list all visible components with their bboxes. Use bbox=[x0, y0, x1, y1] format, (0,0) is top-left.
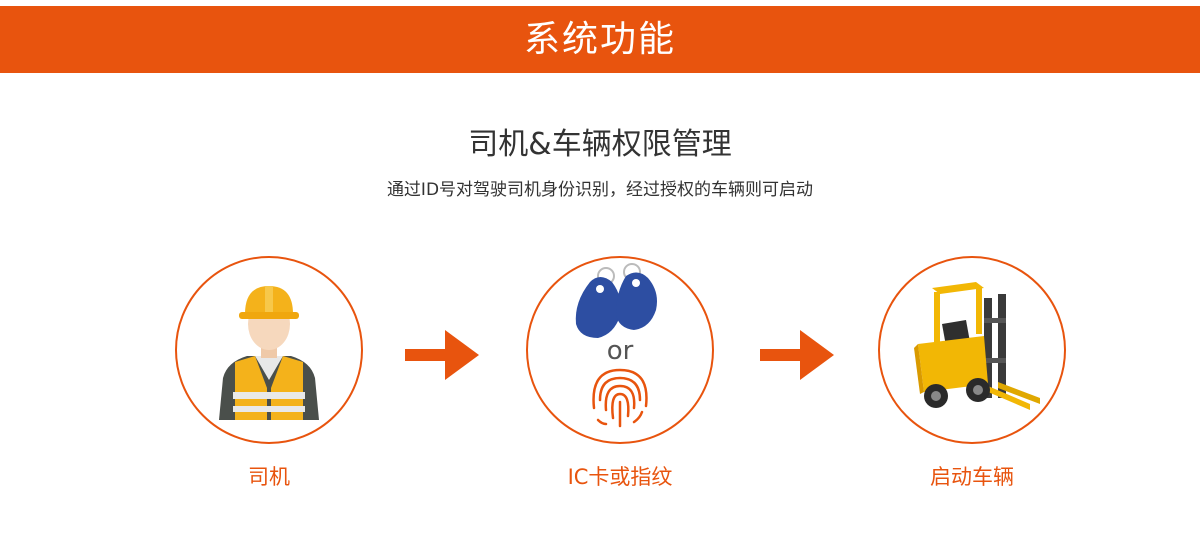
header-banner: 系统功能 bbox=[0, 6, 1200, 73]
fingerprint-icon bbox=[592, 368, 648, 428]
arrow-right-icon bbox=[760, 330, 834, 380]
arrow-right-icon bbox=[405, 330, 479, 380]
step-label-driver: 司机 bbox=[248, 465, 290, 489]
step-driver-circle bbox=[175, 256, 363, 444]
section-subtitle: 通过ID号对驾驶司机身份识别，经过授权的车辆则可启动 bbox=[386, 180, 814, 200]
step-id-circle: or bbox=[526, 256, 714, 444]
forklift-icon bbox=[914, 282, 1040, 410]
step-label-start-vehicle: 启动车辆 bbox=[930, 465, 1014, 489]
section-title: 司机&车辆权限管理 bbox=[468, 127, 732, 162]
step-vehicle-circle bbox=[878, 256, 1066, 444]
banner-title: 系统功能 bbox=[523, 18, 676, 60]
driver-worker-icon bbox=[219, 286, 319, 420]
or-separator: or bbox=[606, 336, 634, 366]
ic-card-fingerprint-icon bbox=[575, 263, 657, 428]
step-label-ic-fingerprint: IC卡或指纹 bbox=[567, 465, 673, 489]
